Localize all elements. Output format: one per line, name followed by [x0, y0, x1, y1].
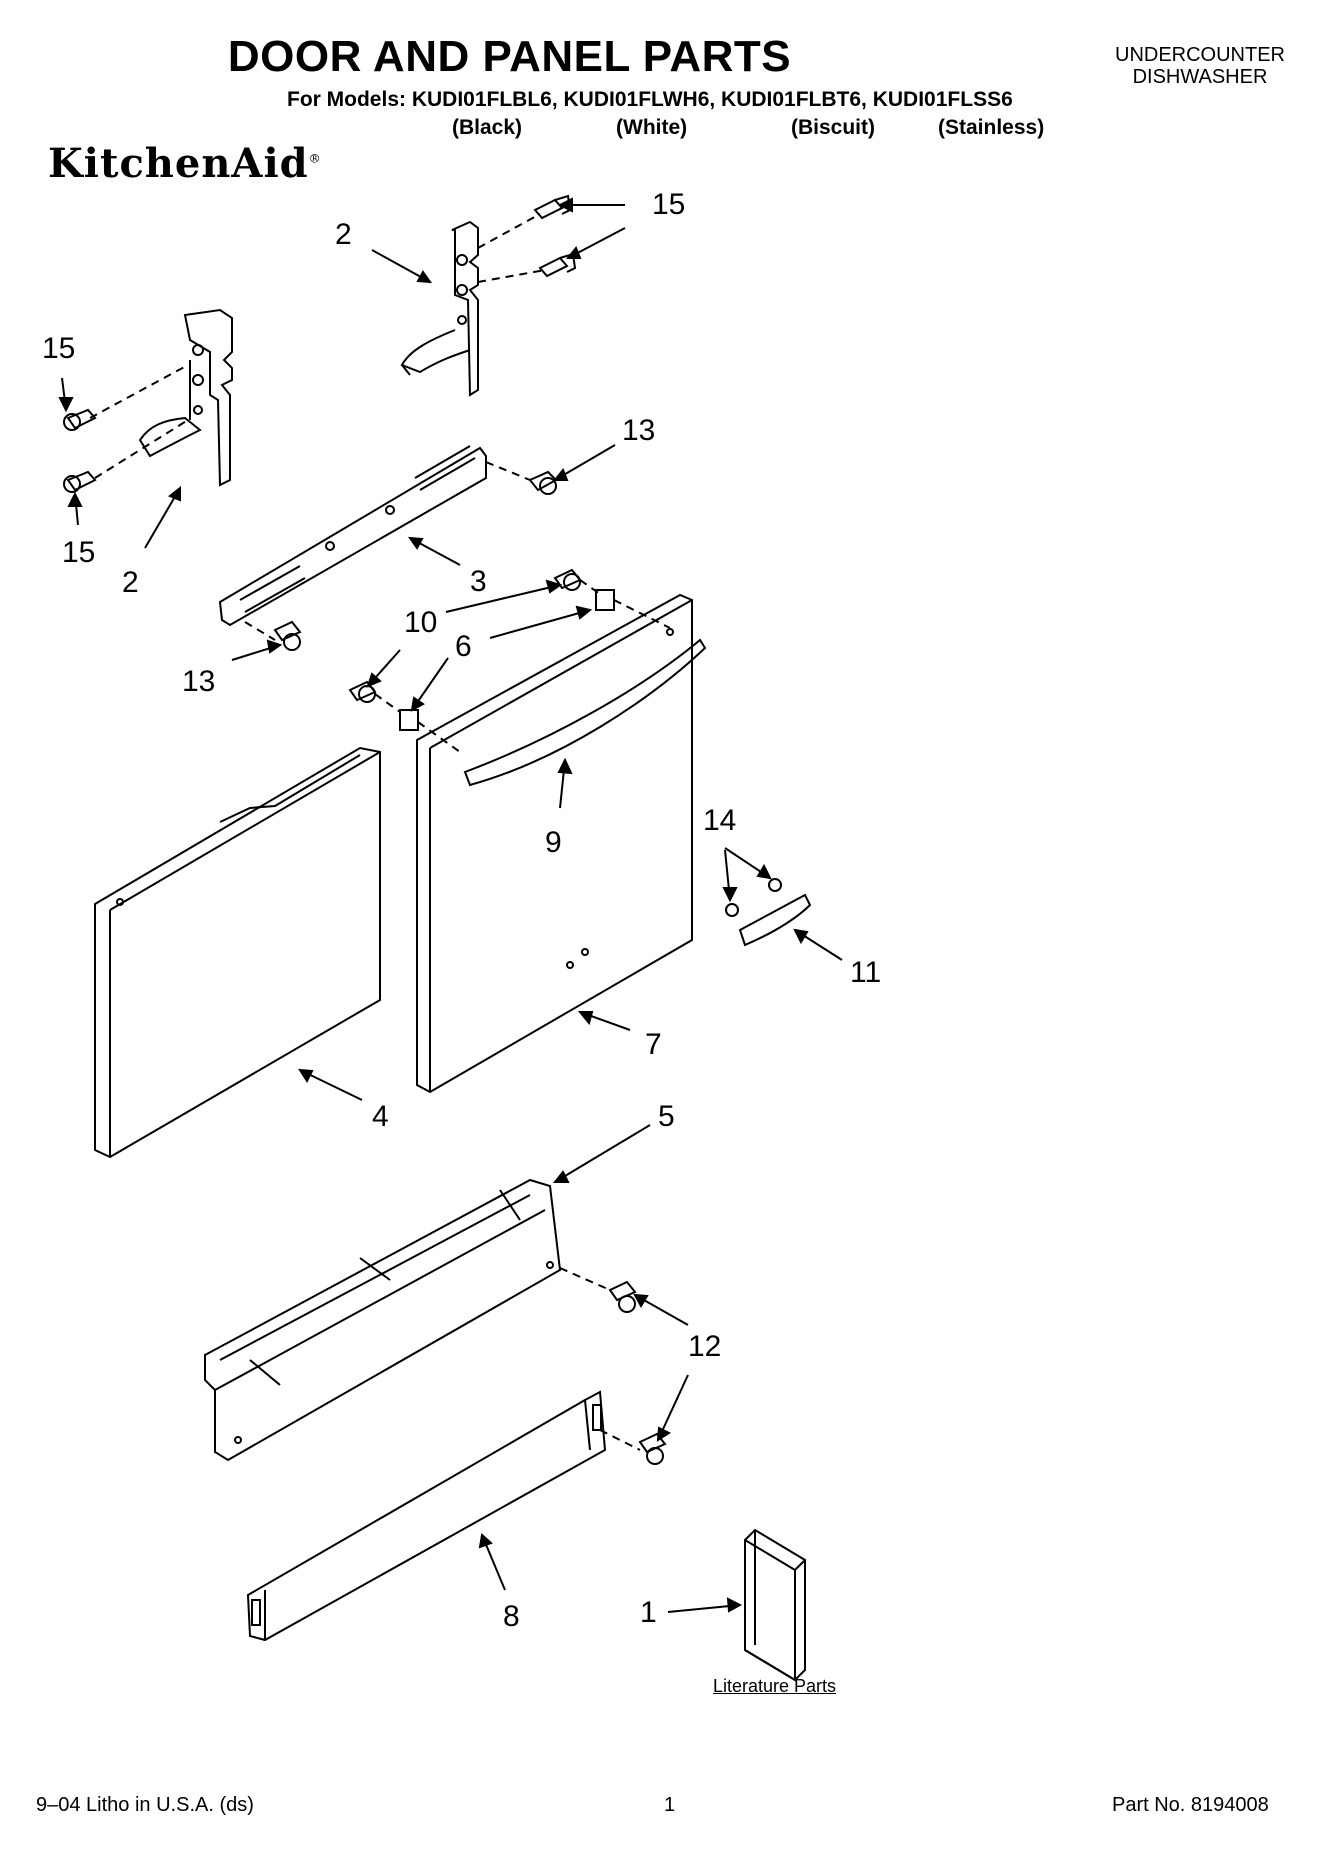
screw-13 [273, 470, 558, 651]
door-bracket-left [138, 308, 233, 487]
models-line: For Models: KUDI01FLBL6, KUDI01FLWH6, KU… [287, 88, 1013, 111]
door-panel-7 [416, 593, 707, 1094]
callout-10: 10 [404, 606, 438, 639]
footer-part-number: Part No. 8194008 [1112, 1794, 1269, 1816]
footer-print-info: 9–04 Litho in U.S.A. (ds) [36, 1794, 254, 1816]
callout-6: 6 [455, 630, 472, 663]
inner-panel-4 [94, 746, 381, 1159]
callout-15-top: 15 [652, 188, 686, 221]
product-category: UNDERCOUNTER DISHWASHER [1090, 44, 1310, 88]
callout-12: 12 [688, 1330, 722, 1363]
callout-9: 9 [545, 826, 562, 859]
kick-plate-8 [246, 1390, 607, 1642]
page-title: DOOR AND PANEL PARTS [227, 32, 792, 81]
category-line-2: DISHWASHER [1132, 66, 1268, 88]
color-stainless: (Stainless) [938, 116, 1045, 139]
screw-15 [63, 194, 577, 493]
trim-11 [725, 878, 812, 947]
leader-arrows [58, 197, 843, 1613]
toe-panel-5 [204, 1178, 562, 1462]
callout-13-left: 13 [182, 665, 216, 698]
literature-book-1 [744, 1528, 806, 1682]
callout-15-left-top: 15 [42, 332, 76, 365]
door-handle-9 [463, 638, 707, 787]
callout-7: 7 [645, 1028, 662, 1061]
callout-15-left-bottom: 15 [62, 536, 96, 569]
color-white: (White) [616, 116, 688, 139]
footer-page-number: 1 [664, 1794, 676, 1816]
callout-2-top: 2 [335, 218, 352, 251]
callout-5: 5 [658, 1100, 675, 1133]
brand-logo: KitchenAid® [48, 140, 322, 187]
category-line-1: UNDERCOUNTER [1115, 44, 1285, 66]
callout-13-right: 13 [622, 414, 656, 447]
callout-4: 4 [372, 1100, 389, 1133]
callout-8: 8 [503, 1600, 520, 1633]
callout-3: 3 [470, 565, 487, 598]
callout-2-left: 2 [122, 566, 139, 599]
door-bracket-right [400, 220, 479, 397]
support-bracket-3 [218, 445, 487, 627]
callout-14: 14 [703, 804, 737, 837]
literature-parts-label: Literature Parts [713, 1676, 837, 1696]
screw-12 [608, 1280, 667, 1465]
color-biscuit: (Biscuit) [791, 116, 875, 139]
color-black: (Black) [452, 116, 523, 139]
callout-11: 11 [850, 956, 882, 989]
callout-1: 1 [640, 1596, 657, 1629]
